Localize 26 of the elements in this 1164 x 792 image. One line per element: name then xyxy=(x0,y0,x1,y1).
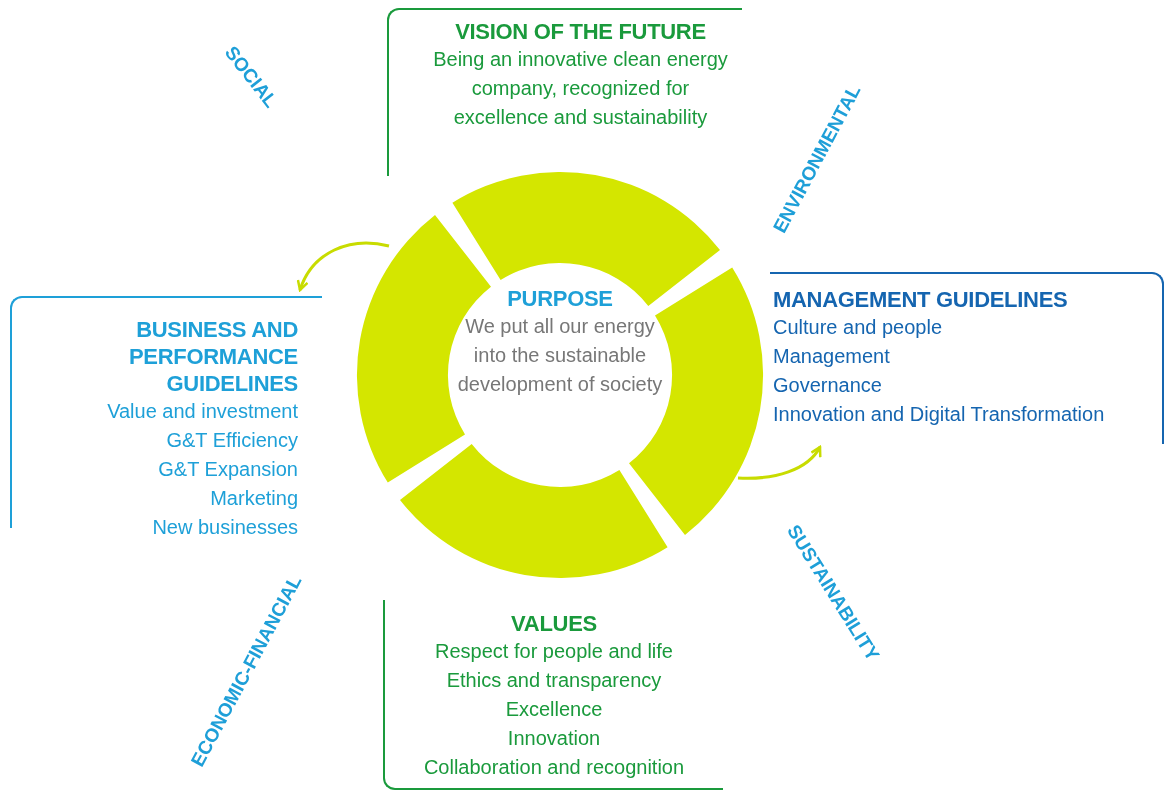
panel-title: VALUES xyxy=(510,610,598,637)
list-item: Marketing xyxy=(209,486,298,511)
list-item: G&T Expansion xyxy=(157,457,298,482)
list-item: Innovation xyxy=(506,726,602,751)
list-item: New businesses xyxy=(151,515,298,540)
vision-statement: Being an innovative clean energy company, recognized for excellence and sustainability xyxy=(432,47,729,130)
list-item: Value and investment xyxy=(106,399,298,424)
values-panel xyxy=(383,600,723,790)
arrow xyxy=(297,241,390,292)
purpose-statement: We put all our energy into the sustainable development of society xyxy=(456,314,664,397)
list-item: G&T Efficiency xyxy=(165,428,298,453)
list-item: Ethics and transparency xyxy=(445,668,663,693)
list-item: Culture and people xyxy=(773,315,943,340)
list-item: Respect for people and life xyxy=(434,639,674,664)
panel-title: MANAGEMENT GUIDELINES xyxy=(773,286,1069,313)
list-item: Collaboration and recognition xyxy=(422,755,686,780)
list-item: Excellence xyxy=(504,697,604,722)
guidelines-panel xyxy=(770,272,1164,444)
list-item: Governance xyxy=(773,373,883,398)
arrow xyxy=(737,445,822,480)
ring-drawing xyxy=(355,170,765,580)
panel-title: BUSINESS AND PERFORMANCE GUIDELINES xyxy=(127,316,298,397)
list-item: Innovation and Digital Transformation xyxy=(773,402,1106,427)
list-item: Management xyxy=(773,344,891,369)
panel-title: VISION OF THE FUTURE xyxy=(454,18,707,45)
panel-title: PURPOSE xyxy=(506,285,614,312)
